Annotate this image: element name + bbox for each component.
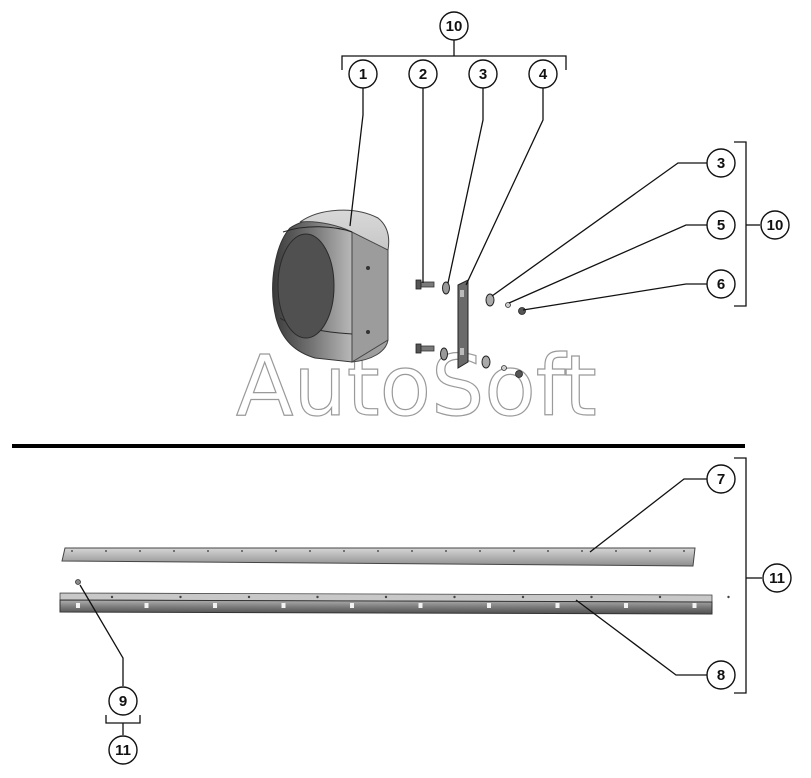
strip-hole [139, 550, 141, 552]
strip-hole [105, 550, 107, 552]
strip-hole [241, 550, 243, 552]
callout-7: 7 [706, 464, 736, 494]
strip-hole [275, 550, 277, 552]
callout-5: 5 [706, 210, 736, 240]
svg-text:2: 2 [419, 66, 427, 83]
svg-text:3: 3 [479, 66, 487, 83]
right-group-bracket-bottom [734, 457, 747, 694]
leader-3 [447, 88, 484, 284]
washer-right-lower [481, 355, 491, 369]
callout-4: 4 [528, 59, 558, 89]
washer-right-upper [485, 293, 495, 307]
leader-5 [508, 224, 707, 304]
callout-3-right: 3 [706, 148, 736, 178]
strip-hole [479, 550, 481, 552]
rail-hole [624, 603, 628, 608]
svg-text:11: 11 [769, 570, 785, 587]
rail-hole [692, 603, 697, 608]
svg-text:9: 9 [119, 693, 127, 710]
strip-hole [377, 550, 379, 552]
svg-text:11: 11 [115, 742, 131, 759]
washer-upper [442, 281, 450, 295]
spring-washer-lower [501, 365, 507, 371]
spring-washer-upper [505, 302, 511, 308]
rail-hole [281, 603, 286, 608]
callout-11-bottom-left: 11 [108, 735, 138, 765]
nut-upper [518, 307, 526, 315]
rail-dot [384, 595, 388, 599]
strip-hole [649, 550, 651, 552]
svg-text:1: 1 [359, 66, 367, 83]
strip-hole [547, 550, 549, 552]
strip-hole [207, 550, 209, 552]
leader-3-right [491, 162, 707, 297]
right-group-bracket-top [734, 141, 747, 307]
strip-hole [615, 550, 617, 552]
svg-text:3: 3 [717, 155, 725, 172]
strip-hole [513, 550, 515, 552]
svg-text:10: 10 [767, 217, 784, 234]
mounting-plate [457, 279, 469, 369]
rail-hole [76, 603, 80, 608]
rail-hole [555, 603, 560, 608]
fan-shroud-part [272, 209, 390, 363]
callout-10-right: 10 [760, 210, 790, 240]
strip-hole [173, 550, 175, 552]
leader-7 [589, 478, 707, 553]
rail-holes [76, 595, 730, 608]
callout-3-top: 3 [468, 59, 498, 89]
callout-10-top: 10 [439, 11, 469, 41]
rail-dot [590, 595, 593, 599]
washer-lower [440, 347, 448, 361]
strip-hole [71, 550, 73, 552]
rail-dot [110, 595, 114, 599]
rivet-part [75, 579, 81, 585]
rail-dot [179, 595, 182, 599]
strip-hole [343, 550, 345, 552]
rail-hole [487, 603, 491, 608]
nut-lower [515, 370, 523, 378]
svg-text:4: 4 [539, 66, 548, 83]
rail-hole [144, 603, 149, 608]
leader-9 [79, 584, 124, 686]
strip-holes [71, 550, 685, 552]
strip-hole [683, 550, 685, 552]
callout-8: 8 [706, 660, 736, 690]
callout-2: 2 [408, 59, 438, 89]
bottom-left-group-bracket [105, 715, 141, 724]
svg-text:7: 7 [717, 471, 725, 488]
strip-part [61, 547, 696, 567]
svg-text:8: 8 [717, 667, 725, 684]
rail-dot [453, 595, 456, 599]
rail-dot [658, 595, 662, 599]
bracket-rail-part [59, 592, 730, 615]
bolt-lower [415, 343, 435, 354]
strip-hole [445, 550, 447, 552]
callout-11-right: 11 [762, 563, 792, 593]
rail-dot [727, 595, 730, 599]
svg-text:5: 5 [717, 217, 725, 234]
rail-dot [316, 595, 319, 599]
callout-6: 6 [706, 269, 736, 299]
leader-1 [349, 88, 364, 227]
svg-text:10: 10 [446, 18, 463, 35]
leader-6 [522, 283, 707, 311]
strip-hole [581, 550, 583, 552]
callout-1: 1 [348, 59, 378, 89]
leader-8 [575, 599, 707, 676]
leader-4 [465, 88, 544, 286]
rail-hole [213, 603, 217, 608]
callout-9: 9 [108, 686, 138, 716]
rail-dot [521, 595, 525, 599]
strip-hole [411, 550, 413, 552]
strip-hole [309, 550, 311, 552]
rail-hole [418, 603, 423, 608]
bolt-upper [415, 279, 435, 290]
svg-text:6: 6 [717, 276, 725, 293]
rail-hole [350, 603, 354, 608]
rail-dot [247, 595, 251, 599]
